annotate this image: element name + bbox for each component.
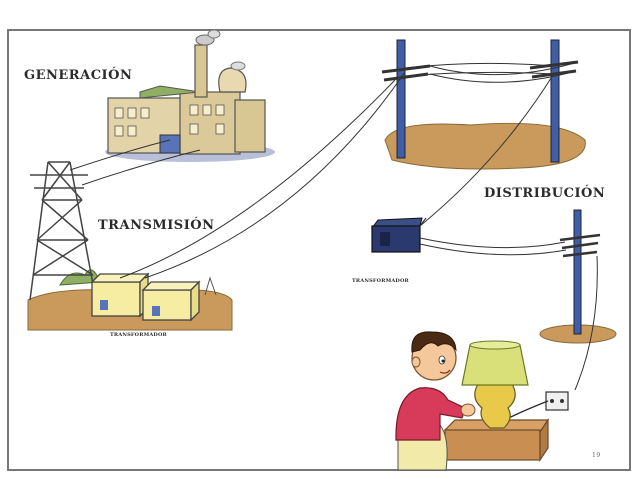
outlet — [545, 391, 569, 411]
distribution-ground-top — [384, 122, 586, 170]
chimney — [194, 44, 208, 98]
page-number: 19 — [592, 452, 601, 459]
page-frame — [7, 29, 631, 471]
cooling-tower — [218, 67, 247, 93]
power-lines — [69, 61, 598, 391]
utility-pole-house — [559, 209, 601, 335]
smoke — [195, 34, 215, 46]
label-generation: GENERACIÓN — [24, 68, 133, 83]
label-transformer-right: TRANSFORMADOR — [352, 278, 409, 284]
power-plant — [105, 29, 275, 162]
label-transformer-left: TRANSFORMADOR — [110, 332, 167, 338]
lattice-tower — [29, 161, 97, 301]
label-distribution: DISTRIBUCIÓN — [484, 186, 606, 201]
boy — [395, 331, 476, 471]
table-lamp — [461, 340, 529, 429]
distribution-transformer — [370, 217, 427, 253]
label-transmission: TRANSMISIÓN — [98, 218, 215, 233]
transformer-station — [90, 272, 201, 322]
